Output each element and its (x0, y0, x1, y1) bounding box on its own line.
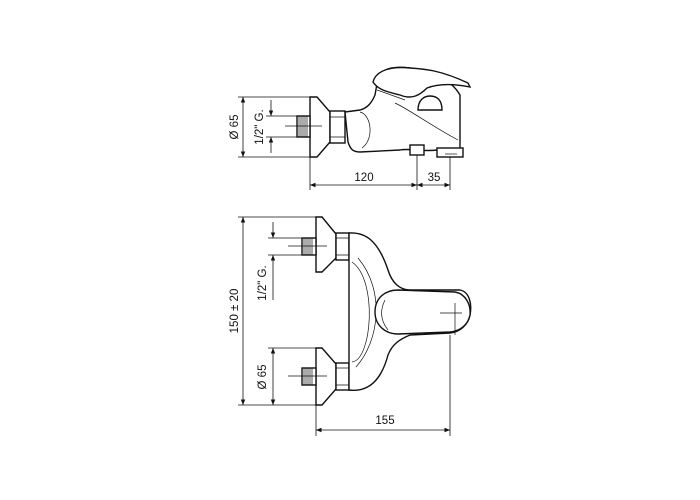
top-thread-label: 1/2" G. (257, 265, 269, 300)
top-depth-label: 155 (375, 415, 394, 427)
side-length-label: 120 (354, 172, 373, 184)
side-diameter-label: Ø 65 (229, 115, 241, 140)
side-spout-label: 35 (428, 172, 441, 184)
top-diameter-dimension: Ø 65 (257, 347, 316, 405)
top-lever (374, 289, 471, 335)
side-diverter-knob (417, 95, 443, 111)
top-centers-label: 150 ± 20 (229, 289, 241, 334)
side-thread-label: 1/2" G. (254, 109, 266, 144)
side-diameter-dimension: Ø 65 (229, 96, 310, 158)
side-lever (372, 66, 472, 101)
top-depth-dimension: 155 (315, 335, 451, 436)
top-diameter-label: Ø 65 (257, 365, 269, 390)
top-upper-flange (288, 216, 350, 273)
side-wall-flange (309, 96, 331, 158)
top-centers-dimension: 150 ± 20 (229, 216, 316, 406)
side-length-dimension: 120 35 (309, 155, 451, 190)
side-nut (329, 110, 346, 144)
side-threaded-inlet (285, 115, 322, 138)
side-view: Ø 65 1/2" G. 120 35 (229, 66, 472, 190)
top-view: 150 ± 20 1/2" G. Ø 65 155 (229, 216, 472, 436)
top-lower-flange (288, 347, 350, 406)
top-thread-dimension: 1/2" G. (257, 222, 302, 301)
side-thread-dimension: 1/2" G. (254, 100, 297, 153)
